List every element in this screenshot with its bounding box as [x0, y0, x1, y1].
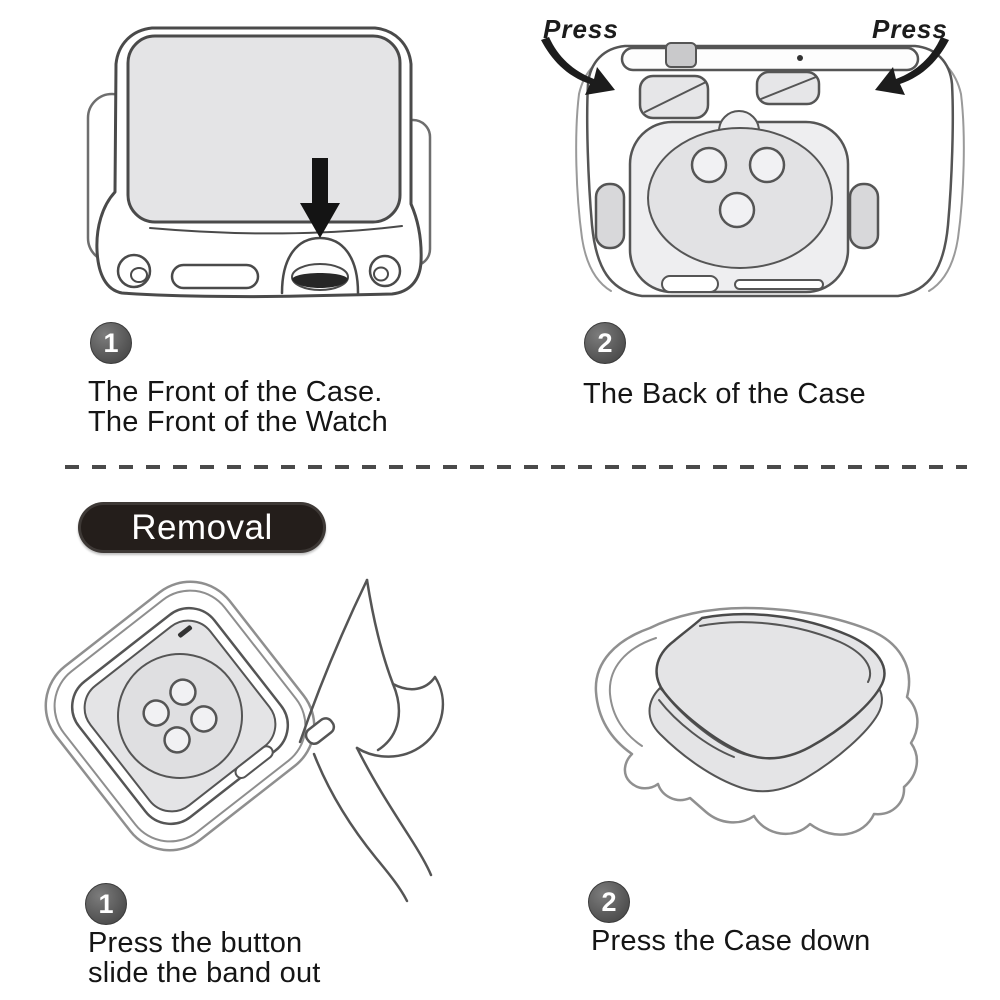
caption-removal-step1-line1: Press the button — [88, 927, 303, 959]
band-strap-right — [355, 746, 433, 877]
down-arrow-icon — [300, 158, 340, 238]
case-inner-line — [608, 637, 657, 747]
caption-install-step2-line1: The Back of the Case — [583, 378, 866, 410]
watch-screen — [126, 34, 402, 224]
band-loop — [355, 675, 445, 758]
case-outline-inner — [53, 589, 307, 843]
band-slot-right-line — [760, 76, 817, 100]
bottom-slot-left — [661, 275, 719, 293]
caption-install-step2: The Back of the Case — [583, 379, 866, 409]
band-release-button — [304, 717, 336, 746]
sensor-plate — [117, 653, 243, 779]
thickness-line — [658, 699, 735, 758]
lug-hook-left-inner — [130, 267, 148, 283]
back-view-illustration — [541, 37, 965, 298]
caption-install-step1-line2: The Front of the Watch — [88, 406, 388, 438]
caption-removal-step1: Press the button slide the band out — [88, 928, 321, 988]
digital-crown — [292, 273, 348, 288]
front-view-illustration — [86, 26, 432, 299]
band-strap-left — [312, 752, 409, 903]
caption-removal-step1-line2: slide the band out — [88, 957, 321, 989]
microphone-dot — [797, 55, 803, 61]
band-release-button — [665, 42, 697, 68]
band-spike-right — [365, 578, 401, 752]
case-lip-line — [149, 225, 403, 235]
lug-hook-left — [116, 253, 152, 289]
sensor-circle-3 — [163, 726, 191, 754]
caption-install-step1: The Front of the Case. The Front of the … — [88, 377, 388, 437]
plate-mark — [177, 625, 193, 638]
tilted-watch-back — [44, 580, 336, 852]
sensor-circle-1 — [690, 146, 728, 184]
press-arrow-left-icon — [541, 37, 615, 95]
case-lip-left — [575, 51, 619, 292]
case-lip-right — [921, 51, 965, 292]
sensor-circle-2 — [169, 678, 197, 706]
sensor-circle-2 — [748, 146, 786, 184]
sensor-circle-1 — [142, 699, 170, 727]
removal-step1-illustration — [44, 578, 445, 903]
removal-section-label: Removal — [131, 507, 273, 547]
watch-top-face — [655, 612, 886, 760]
caption-removal-step2-line1: Press the Case down — [591, 925, 871, 957]
step-badge-removal-2: 2 — [588, 881, 630, 923]
press-arrow-right-icon — [875, 37, 949, 95]
watch-band — [298, 578, 445, 903]
lug-hook-right-inner — [373, 266, 389, 282]
removal-step2-illustration — [594, 606, 919, 836]
band-slot-left-line — [644, 81, 707, 113]
press-label-left: Press — [543, 14, 619, 44]
step-badge-removal-1: 1 — [85, 883, 127, 925]
sensor-circle-4 — [190, 705, 218, 733]
side-cutout-right — [848, 182, 880, 250]
sensor-circle-3 — [718, 191, 756, 229]
bottom-slot — [234, 745, 274, 779]
band-spike-left — [298, 578, 369, 744]
speaker-slot — [170, 263, 260, 290]
caption-removal-step2: Press the Case down — [591, 926, 870, 956]
side-cutout-left — [594, 182, 626, 250]
step-badge-install-2: 2 — [584, 322, 626, 364]
removal-section-badge: Removal — [78, 502, 326, 553]
bottom-slot-right — [734, 279, 824, 290]
press-label-right: Press — [872, 14, 948, 44]
screen-edge-line — [699, 621, 871, 683]
step-badge-install-1: 1 — [90, 322, 132, 364]
caption-install-step1-line1: The Front of the Case. — [88, 376, 383, 408]
